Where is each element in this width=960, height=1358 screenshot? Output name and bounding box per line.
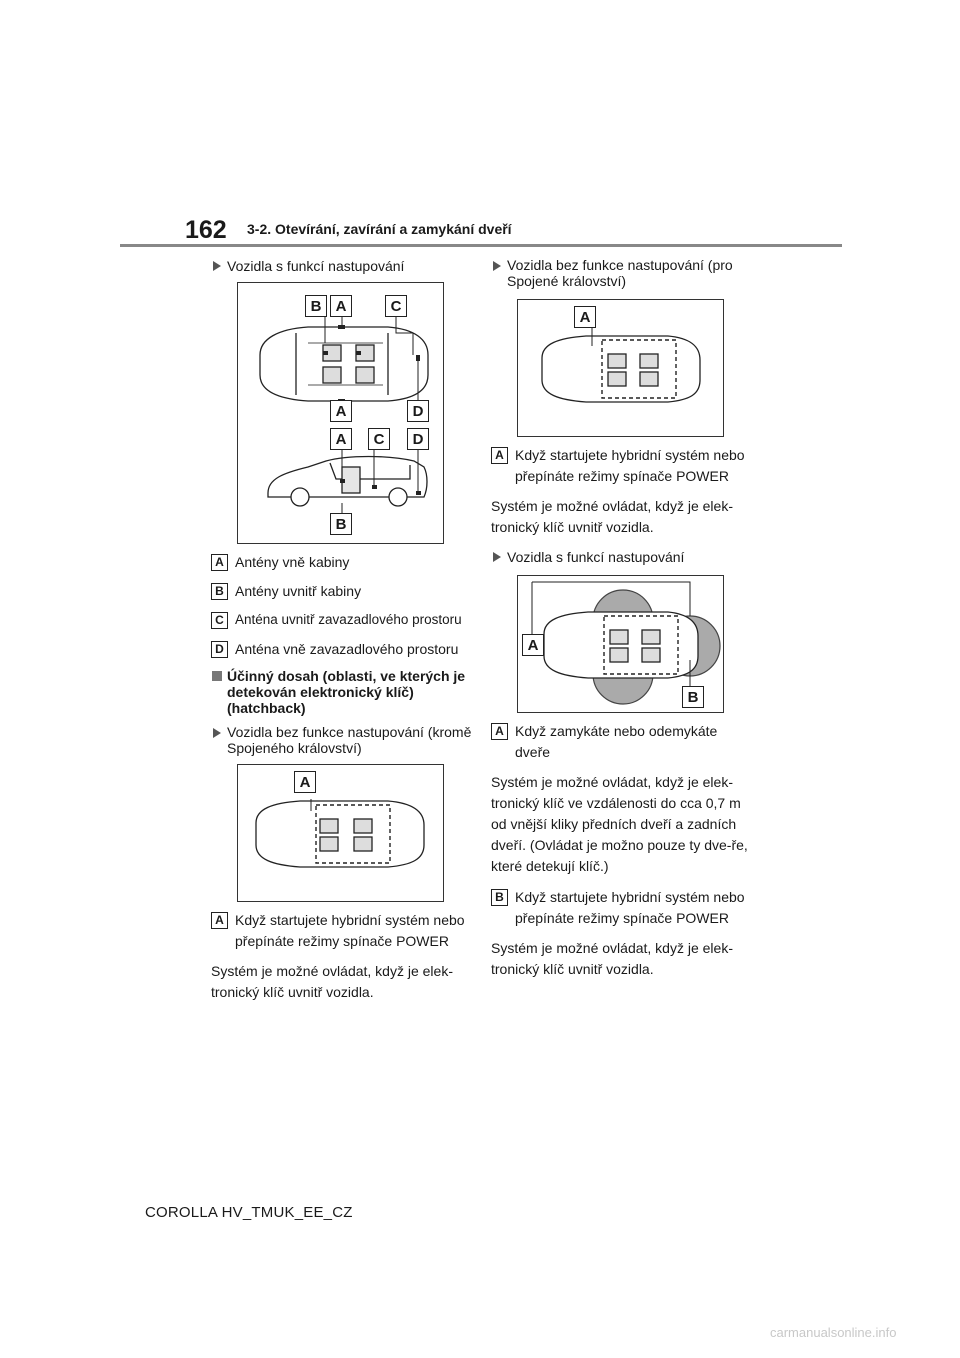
header-divider: [120, 244, 842, 247]
paragraph-range-info: Systém je možné ovládat, když je elek-tr…: [211, 963, 453, 1000]
label-a-side: A: [330, 428, 352, 450]
car-range-zones-diagram: [531, 581, 721, 705]
label-a-middle: A: [330, 400, 352, 422]
paragraph-range-info-2: Systém je možné ovládat, když je elek-tr…: [491, 940, 733, 977]
figure-range-entry: A B: [517, 575, 724, 713]
left-column: Vozidla s funkcí nastupování: [211, 257, 473, 1013]
label-a: A: [574, 306, 596, 328]
bullet-keyless-entry: Vozidla s funkcí nastupování: [211, 257, 473, 276]
label-b: B: [682, 686, 704, 708]
label-a: A: [294, 771, 316, 793]
car-diagram: [259, 317, 429, 521]
label-d-middle: D: [407, 400, 429, 422]
right-column: Vozidla bez funkce nastupování (pro Spoj…: [491, 257, 756, 990]
section-title: 3-2. Otevírání, zavírání a zamykání dveř…: [247, 221, 512, 237]
bullet-keyless-entry-range: Vozidla s funkcí nastupování: [491, 548, 756, 567]
label-a-top: A: [330, 295, 352, 317]
label-b-bottom: B: [330, 513, 352, 535]
figure-antenna-locations: B A C A D A C D B: [237, 282, 444, 544]
label-a: A: [522, 634, 544, 656]
car-range-diagram: [255, 799, 425, 868]
paragraph-door-range: Systém je možné ovládat, když je elek-tr…: [491, 774, 748, 874]
watermark: carmanualsonline.info: [770, 1325, 897, 1340]
figure-range-uk: A: [517, 299, 724, 437]
heading-effective-range: Účinný dosah (oblasti, ve kterých je det…: [211, 668, 473, 716]
label-b-top: B: [305, 295, 327, 317]
label-c-side: C: [368, 428, 390, 450]
figure-range-non-uk: A: [237, 764, 444, 902]
page-number: 162: [185, 216, 227, 244]
bullet-no-entry-uk: Vozidla bez funkce nastupování (pro Spoj…: [491, 257, 756, 289]
car-range-diagram-uk: [541, 328, 701, 403]
footer-model: COROLLA HV_TMUK_EE_CZ: [145, 1204, 353, 1221]
paragraph-range-info-uk: Systém je možné ovládat, když je elek-tr…: [491, 498, 733, 535]
label-d-side: D: [407, 428, 429, 450]
label-c-top: C: [385, 295, 407, 317]
bullet-no-entry-non-uk: Vozidla bez funkce nastupování (kromě Sp…: [211, 724, 473, 756]
